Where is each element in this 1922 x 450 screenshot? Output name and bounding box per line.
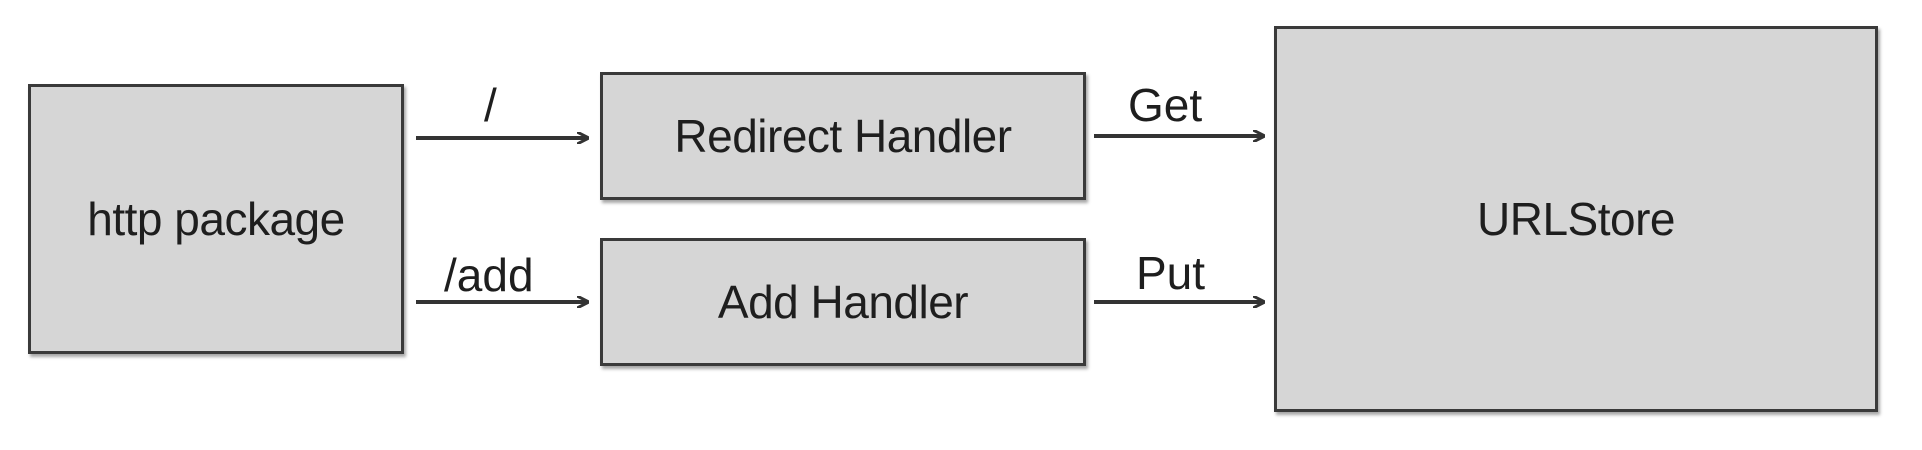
route-root-label: / [484, 79, 497, 131]
redirect-handler-label: Redirect Handler [674, 110, 1012, 162]
route-add-label: /add [444, 249, 534, 301]
add-handler-label: Add Handler [717, 276, 969, 328]
http-package-label: http package [87, 193, 345, 245]
urlstore-label: URLStore [1477, 193, 1675, 245]
add-handler-box: Add Handler [600, 238, 1086, 366]
put-call-label: Put [1136, 247, 1206, 299]
get-call-label: Get [1128, 79, 1203, 131]
redirect-handler-box: Redirect Handler [600, 72, 1086, 200]
urlstore-box: URLStore [1274, 26, 1878, 412]
http-package-box: http package [28, 84, 404, 354]
